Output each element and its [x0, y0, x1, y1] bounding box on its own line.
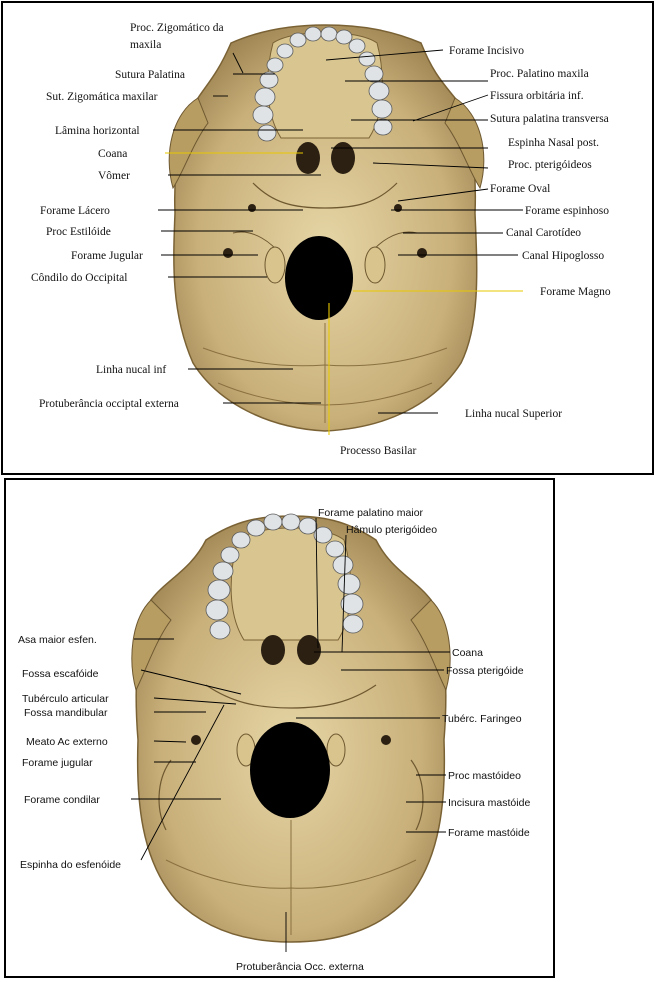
label-hamulo: Hâmulo pterigóideo	[346, 524, 437, 536]
label-sutura-transversa: Sutura palatina transversa	[490, 113, 609, 125]
label-forame-jugular: Forame jugular	[22, 757, 93, 769]
top-leader-lines	[158, 49, 523, 435]
label-sut-zigomatica: Sut. Zigomática maxilar	[46, 91, 158, 103]
label-canal-hipoglosso: Canal Hipoglosso	[522, 250, 604, 262]
bottom-panel: Forame palatino maior Hâmulo pterigóideo…	[4, 478, 555, 978]
bottom-teeth	[205, 513, 364, 640]
label-protuberancia: Protuberância occiptal externa	[39, 398, 179, 410]
label-proc-palatino: Proc. Palatino maxila	[490, 68, 589, 80]
label-lamina-horizontal: Lâmina horizontal	[55, 125, 140, 137]
label-forame-espinhoso: Forame espinhoso	[525, 205, 609, 217]
top-teeth	[252, 26, 393, 142]
label-coana: Coana	[98, 148, 127, 160]
label-proc-estiloide: Proc Estilóide	[46, 226, 111, 238]
label-forame-incisivo: Forame Incisivo	[449, 45, 524, 57]
bottom-leader-lines	[131, 517, 450, 952]
label-sutura-palatina: Sutura Palatina	[115, 69, 185, 81]
label-coana: Coana	[452, 647, 483, 659]
label-vomer: Vômer	[98, 170, 130, 182]
label-fossa-pterigoide: Fossa pterigóide	[446, 665, 524, 677]
label-forame-jugular: Forame Jugular	[71, 250, 143, 262]
label-tuberculo-articular: Tubérculo articular	[22, 693, 109, 705]
label-asa-maior: Asa maior esfen.	[18, 634, 97, 646]
label-fossa-mandibular: Fossa mandibular	[24, 707, 108, 719]
label-proc-mastoideo: Proc mastóideo	[448, 770, 521, 782]
label-incisura: Incisura mastóide	[448, 797, 530, 809]
label-linha-nucal-sup: Linha nucal Superior	[465, 408, 562, 420]
label-proc-pterigoideos: Proc. pterigóideos	[508, 159, 592, 171]
label-linha-nucal-inf: Linha nucal inf	[96, 364, 166, 376]
label-meato: Meato Ac externo	[26, 736, 108, 748]
label-proc-zigomatico: Proc. Zigomático da	[130, 22, 224, 34]
bottom-skull-diagram: Forame palatino maior Hâmulo pterigóideo…	[18, 507, 530, 973]
label-fissura-orbitaria: Fissura orbitária inf.	[490, 90, 584, 102]
label-processo-basilar: Processo Basilar	[340, 445, 417, 457]
label-forame-condilar: Forame condilar	[24, 794, 100, 806]
label-canal-carotideo: Canal Carotídeo	[506, 227, 581, 239]
top-skull-diagram: Proc. Zigomático da maxila Sutura Palati…	[31, 22, 611, 457]
label-proc-zigomatico-line2: maxila	[130, 39, 161, 51]
label-forame-lacero: Forame Lácero	[40, 205, 110, 217]
top-skull-illustration	[168, 24, 485, 432]
label-forame-palatino: Forame palatino maior	[318, 507, 424, 519]
label-forame-oval: Forame Oval	[490, 183, 550, 195]
label-tuberc-faringeo: Tubérc. Faringeo	[442, 713, 522, 725]
label-forame-magno: Forame Magno	[540, 286, 611, 298]
label-condilo-occipital: Côndilo do Occipital	[31, 272, 127, 284]
bottom-skull-illustration	[131, 515, 451, 943]
label-protuberancia-occ: Protuberância Occ. externa	[236, 961, 364, 973]
label-forame-mastoide: Forame mastóide	[448, 827, 530, 839]
label-fossa-escafoide: Fossa escafóide	[22, 668, 99, 680]
label-espinha-esfenoide: Espinha do esfenóide	[20, 859, 121, 871]
label-espinha-nasal: Espinha Nasal post.	[508, 137, 599, 149]
top-panel: Proc. Zigomático da maxila Sutura Palati…	[1, 1, 654, 475]
